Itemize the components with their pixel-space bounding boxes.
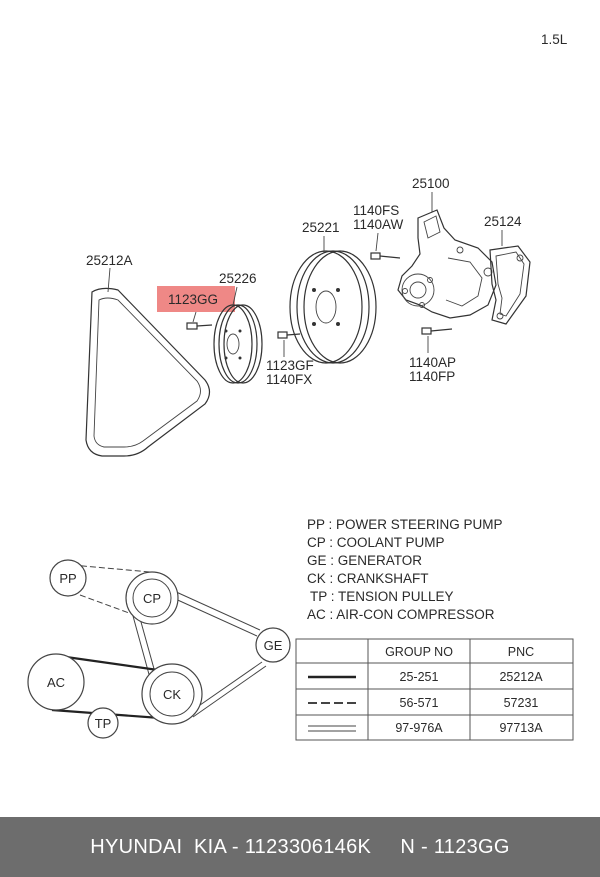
layout-node-tp xyxy=(87,707,119,739)
gasket-part xyxy=(489,245,531,325)
engine-label: 1.5L xyxy=(541,32,568,47)
belt-routing-layout: PP CP GE AC CK TP xyxy=(27,559,291,739)
table-cell-group: 56-571 xyxy=(400,696,439,710)
table-header-group: GROUP NO xyxy=(385,645,453,659)
table-cell-group: 97-976A xyxy=(395,721,443,735)
node-label-pp: PP xyxy=(59,571,76,586)
legend-item: TP : TENSION PULLEY xyxy=(310,589,454,604)
highlighted-part-label: 1123GG xyxy=(168,292,218,307)
layout-node-cp xyxy=(132,578,172,618)
layout-node-pp xyxy=(49,559,87,597)
legend-item: AC : AIR-CON COMPRESSOR xyxy=(307,607,495,622)
pump-label: 25100 xyxy=(412,176,450,191)
bolt-top-label-1: 1140FS xyxy=(353,203,399,218)
large-pulley-label: 25221 xyxy=(302,220,340,235)
bolt-top-part xyxy=(370,252,401,260)
parts-diagram: 1.5L 25212A 1123GG 25226 1123GF 1140FX 2… xyxy=(27,32,574,741)
node-label-tp: TP xyxy=(95,716,112,731)
node-label-ac: AC xyxy=(47,675,65,690)
bolt-mid-part xyxy=(277,331,301,339)
bolt-top-label-2: 1140AW xyxy=(353,217,404,232)
table-cell-pnc: 57231 xyxy=(504,696,539,710)
bolt-mid-label-2: 1140FX xyxy=(266,372,312,387)
bolt-bottom-label-1: 1140AP xyxy=(409,355,456,370)
highlight-box xyxy=(157,286,235,312)
belt-part-label: 25212A xyxy=(86,253,133,268)
water-pump-part xyxy=(397,209,497,319)
table-header-pnc: PNC xyxy=(508,645,534,659)
small-pulley-label: 25226 xyxy=(219,271,257,286)
legend-item: GE : GENERATOR xyxy=(307,553,422,568)
drive-belt-part xyxy=(85,287,211,457)
footer-part-number: HYUNDAI KIA - 1123306146K N - 1123GG xyxy=(90,835,510,858)
table-cell-pnc: 25212A xyxy=(499,670,543,684)
legend-item: PP : POWER STEERING PUMP xyxy=(307,517,503,532)
layout-node-ac xyxy=(27,653,85,711)
node-label-cp: CP xyxy=(143,591,161,606)
table-cell-group: 25-251 xyxy=(400,670,439,684)
node-label-ck: CK xyxy=(163,687,181,702)
table-cell-pnc: 97713A xyxy=(499,721,543,735)
bolt-bottom-label-2: 1140FP xyxy=(409,369,455,384)
abbreviation-legend: PP : POWER STEERING PUMP CP : COOLANT PU… xyxy=(307,517,503,622)
layout-node-ge xyxy=(255,627,291,663)
footer-bar: HYUNDAI KIA - 1123306146K N - 1123GG xyxy=(0,817,600,877)
gasket-label: 25124 xyxy=(484,214,522,229)
legend-item: CK : CRANKSHAFT xyxy=(307,571,429,586)
layout-node-ck xyxy=(149,671,195,717)
belt-leader-line xyxy=(107,267,111,293)
bolt-bottom-part xyxy=(421,327,453,335)
bolt-mid-label-1: 1123GF xyxy=(266,358,314,373)
group-pnc-table: GROUP NO PNC 25-251 25212A 56-571 57231 … xyxy=(295,638,574,741)
legend-item: CP : COOLANT PUMP xyxy=(307,535,445,550)
large-pulley-part xyxy=(289,250,377,364)
bolt-1123gg-part xyxy=(186,322,213,330)
node-label-ge: GE xyxy=(264,638,283,653)
small-pulley-part xyxy=(213,304,263,384)
